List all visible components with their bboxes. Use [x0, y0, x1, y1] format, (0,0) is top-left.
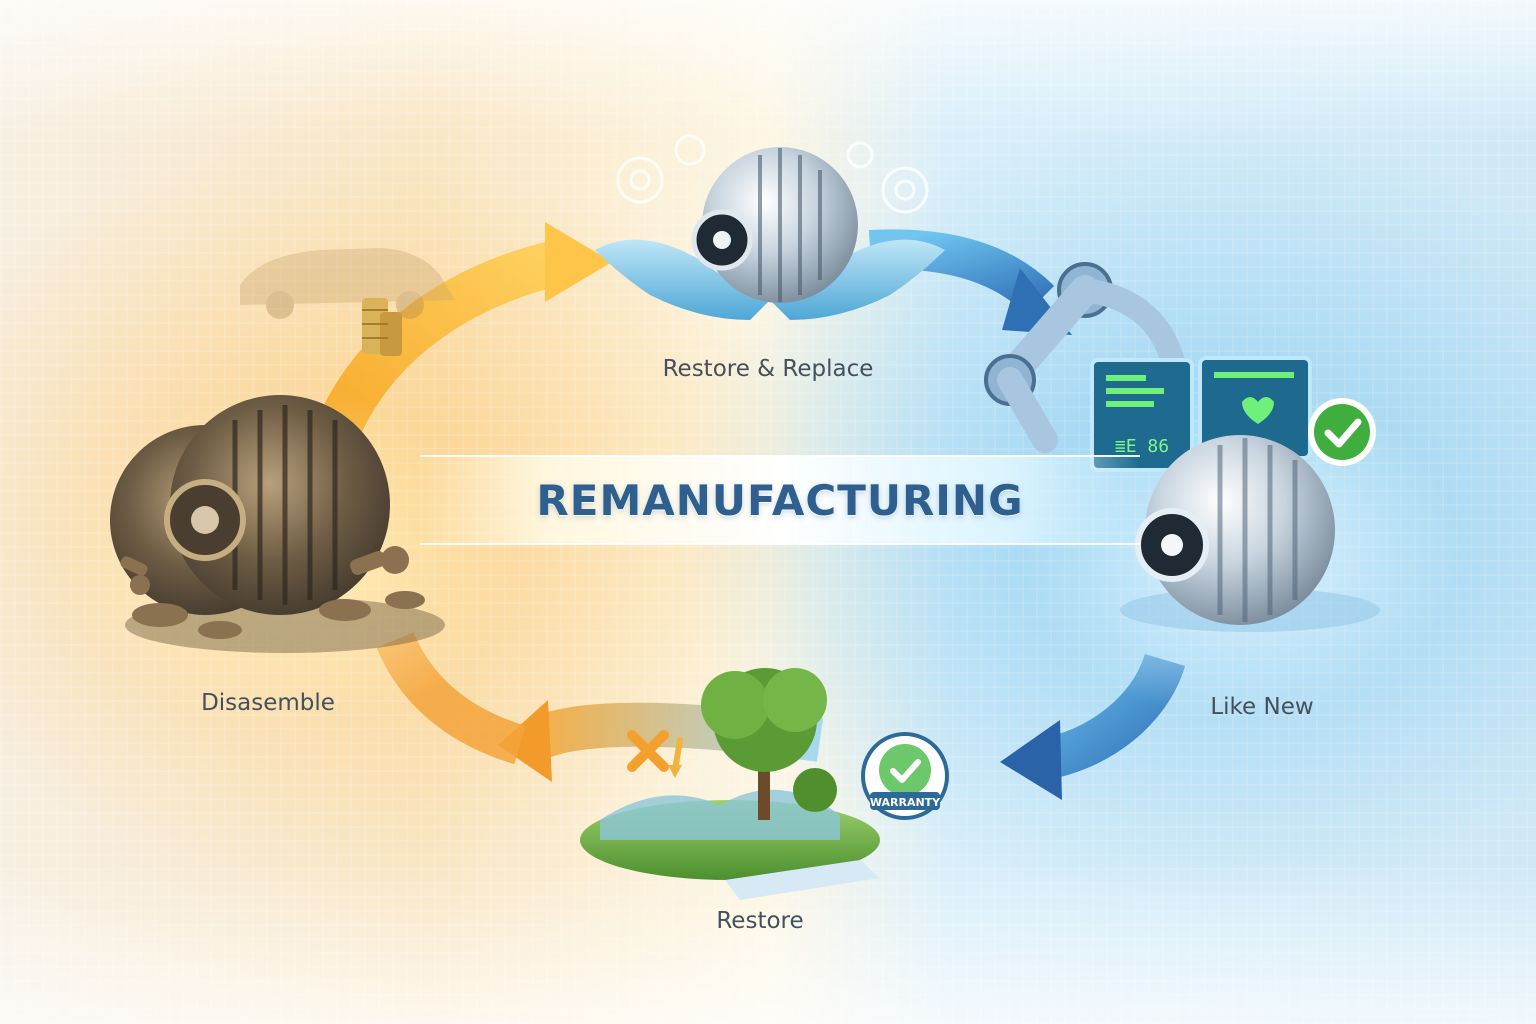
- check-badge-icon: [1308, 398, 1376, 466]
- warranty-badge-text: WARRANTY: [870, 796, 941, 809]
- diagram-title: REMANUFACTURING: [536, 475, 1024, 525]
- title-banner: REMANUFACTURING: [420, 455, 1140, 545]
- warranty-badge-icon: WARRANTY: [861, 732, 949, 820]
- faded-car-icon: [240, 248, 455, 319]
- landscape-tree-icon: [580, 668, 880, 900]
- stage-label-restore-replace: Restore & Replace: [662, 356, 874, 382]
- gear-icons-top: [616, 134, 929, 214]
- coins-stack-icon: [362, 298, 402, 356]
- diagnostic-screen-right: [1198, 356, 1312, 460]
- stage-label-like-new: Like New: [1210, 694, 1314, 720]
- worn-alternator-icon: [110, 395, 445, 653]
- top-fade: [0, 0, 1536, 140]
- stage-label-disassemble: Disasemble: [201, 690, 335, 716]
- screen-readout: ≣E 86: [1115, 436, 1169, 457]
- stage-label-restore: Restore: [716, 908, 804, 934]
- diagnostic-screen-left: ≣E 86: [1090, 358, 1194, 472]
- new-alternator-icon: [1120, 435, 1380, 632]
- x-mark-icon: [627, 730, 683, 778]
- hands-holding-alternator-icon: [595, 147, 945, 320]
